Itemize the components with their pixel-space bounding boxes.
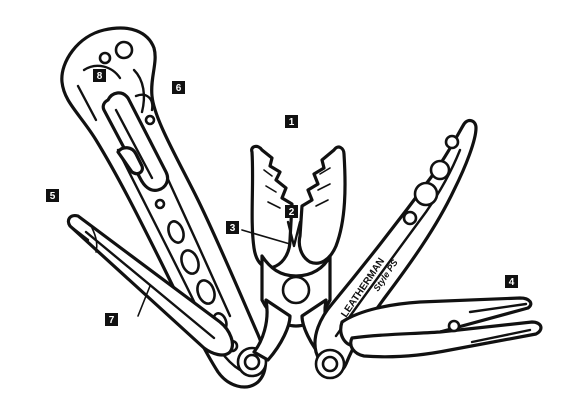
svg-text:2: 2 [289,207,295,218]
leader-line-3 [241,229,291,245]
pliers [250,144,347,362]
right-pivot-inner [321,355,339,373]
left-handle [60,26,268,389]
clip-rivet [144,114,156,126]
svg-text:3: 3 [230,223,236,234]
scissors-pivot [447,319,461,333]
svg-text:5: 5 [50,191,56,202]
callout-2: 2 [285,205,298,218]
svg-text:1: 1 [289,117,295,128]
callout-8: 8 [93,69,106,82]
handle-hole [167,220,185,244]
svg-text:4: 4 [509,277,515,288]
handle-hole [413,181,439,207]
handle-hole [196,279,216,305]
leader-line-7 [137,285,151,317]
svg-text:6: 6 [176,83,182,94]
pliers-pivot [281,275,311,305]
handle-hole [180,249,200,275]
left-pivot-inner [243,353,261,371]
callout-5: 5 [46,189,59,202]
handle-hole [444,134,460,150]
callout-1: 1 [285,115,298,128]
callout-4: 4 [505,275,518,288]
svg-text:7: 7 [109,315,115,326]
leader-lines [137,229,291,317]
handle-hole [429,159,451,181]
handle-hole [114,40,134,60]
callout-3: 3 [226,221,239,234]
knife-blade [66,214,234,357]
handle-hole [154,198,166,210]
carabiner-clip [101,91,170,192]
callout-7: 7 [105,313,118,326]
handle-hole [402,210,418,226]
scissors [339,296,543,359]
svg-text:8: 8 [97,71,103,82]
callout-6: 6 [172,81,185,94]
handle-hole [98,51,112,65]
